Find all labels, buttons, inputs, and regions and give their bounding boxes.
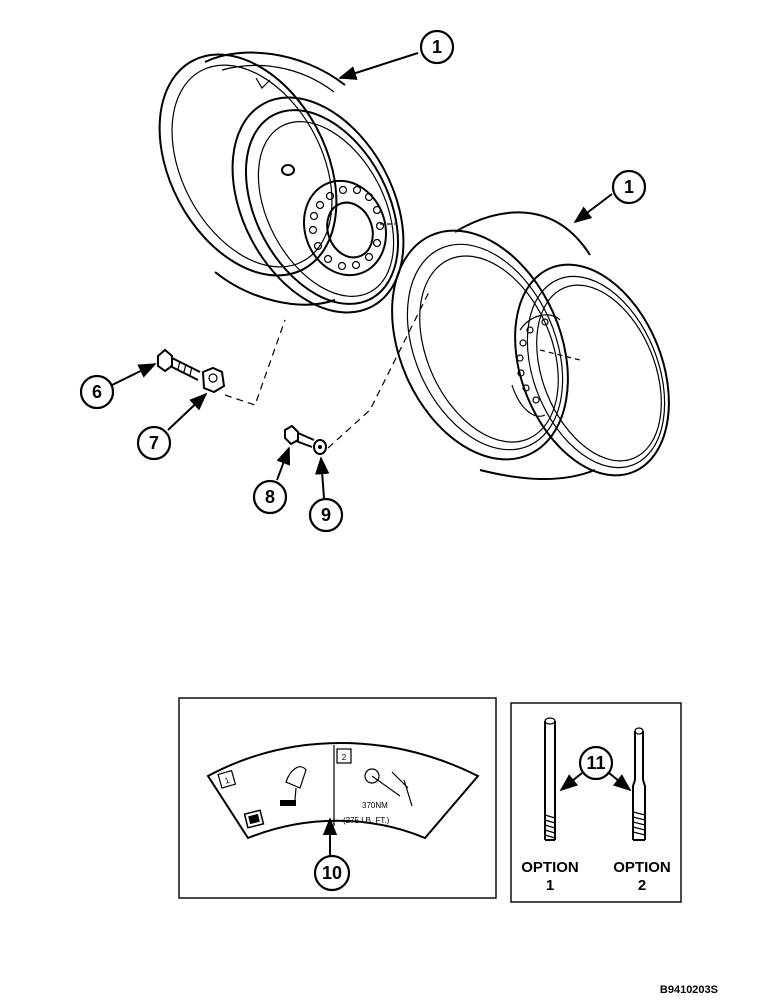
callout-8: 8 [252,446,291,515]
svg-text:8: 8 [265,487,275,507]
bolt-8 [284,424,315,448]
stud-option-2 [632,727,646,841]
svg-text:2: 2 [342,753,347,762]
svg-text:7: 7 [149,433,159,453]
assembly-line-a [224,319,286,406]
nut-7 [201,366,226,394]
callout-6: 6 [79,363,157,410]
washer-9 [313,439,327,455]
callout-1-lower: 1 [573,169,647,224]
wheel-rim-a [158,51,405,314]
stud-options-panel: 11 OPTION 1 OPTION 2 [510,702,682,903]
svg-text:1: 1 [624,177,634,197]
svg-text:1: 1 [224,776,231,786]
bolt-6 [157,348,201,381]
svg-text:370NM: 370NM [362,801,388,810]
callout-7: 7 [136,392,208,461]
svg-text:6: 6 [92,382,102,402]
svg-text:1: 1 [546,877,554,894]
stud-option-1 [544,717,556,841]
callout-9: 9 [308,456,344,533]
assembly-line-b [327,289,431,449]
svg-text:11: 11 [586,753,605,773]
svg-text:OPTION: OPTION [521,859,579,876]
svg-text:1: 1 [432,37,442,57]
svg-text:OPTION: OPTION [613,859,671,876]
svg-text:(275 LB. FT.): (275 LB. FT.) [343,816,390,825]
svg-text:9: 9 [321,505,331,525]
callout-1-upper: 1 [338,29,455,80]
svg-text:10: 10 [322,863,342,883]
svg-text:2: 2 [638,877,646,894]
wheel-rim-b [391,211,670,481]
figure-number: B9410203S [660,984,718,996]
decal-panel: 1 2 370NM (275 LB. FT.) 10 [178,697,497,899]
